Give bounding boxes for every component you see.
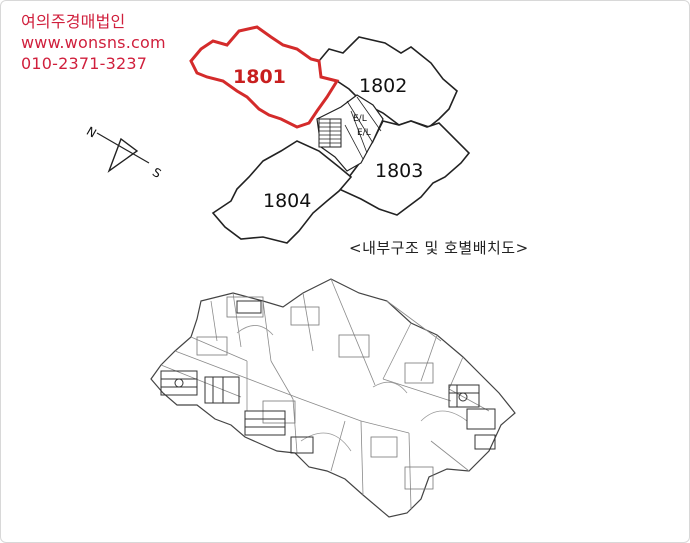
diagram-caption: <내부구조 및 호별배치도> — [349, 239, 529, 257]
unit-1804-outline — [211, 140, 353, 244]
agency-website[interactable]: www.wonsns.com — [21, 33, 166, 52]
agency-name: 여의주경매법인 — [21, 12, 126, 31]
agency-phone: 010-2371-3237 — [21, 54, 148, 73]
elevator-label-b: E/L — [357, 128, 371, 138]
unit-1801-outline — [189, 25, 340, 129]
stair-icon — [318, 118, 342, 148]
elevator-label-a: E/L — [353, 114, 367, 124]
plan-fixtures — [160, 300, 496, 454]
floor-plan-drawing — [150, 278, 516, 518]
compass-south: S — [150, 165, 164, 181]
unit-1801-label: 1801 — [233, 66, 286, 88]
core-area: E/L E/L — [316, 94, 384, 172]
compass-north: N — [84, 124, 99, 141]
agency-info: 여의주경매법인 www.wonsns.com 010-2371-3237 — [21, 11, 166, 74]
compass-icon: N S — [84, 124, 164, 181]
unit-1803-label: 1803 — [375, 160, 423, 182]
unit-1804-label: 1804 — [263, 190, 311, 212]
unit-1802-label: 1802 — [359, 75, 407, 97]
unit-1802-outline — [318, 36, 458, 128]
